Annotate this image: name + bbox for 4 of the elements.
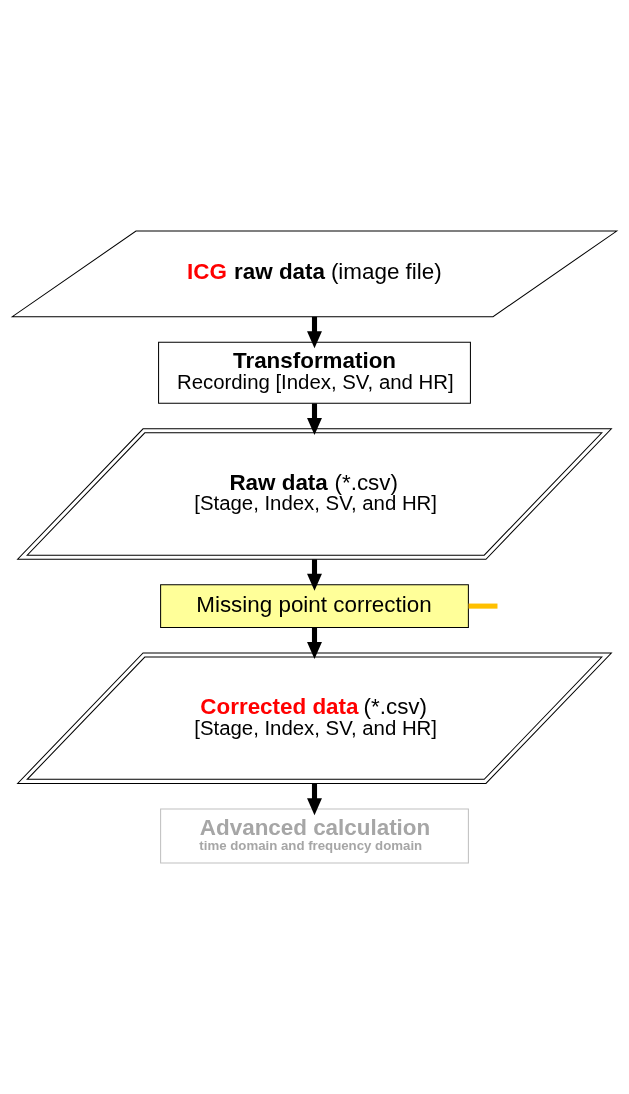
node-box: Advanced calculation time domain and frequency domain <box>160 808 469 864</box>
node-box: Transformation Recording [Index, SV, and HR] <box>158 341 471 404</box>
connector <box>468 603 498 609</box>
node-box: Missing point correction <box>160 584 469 628</box>
